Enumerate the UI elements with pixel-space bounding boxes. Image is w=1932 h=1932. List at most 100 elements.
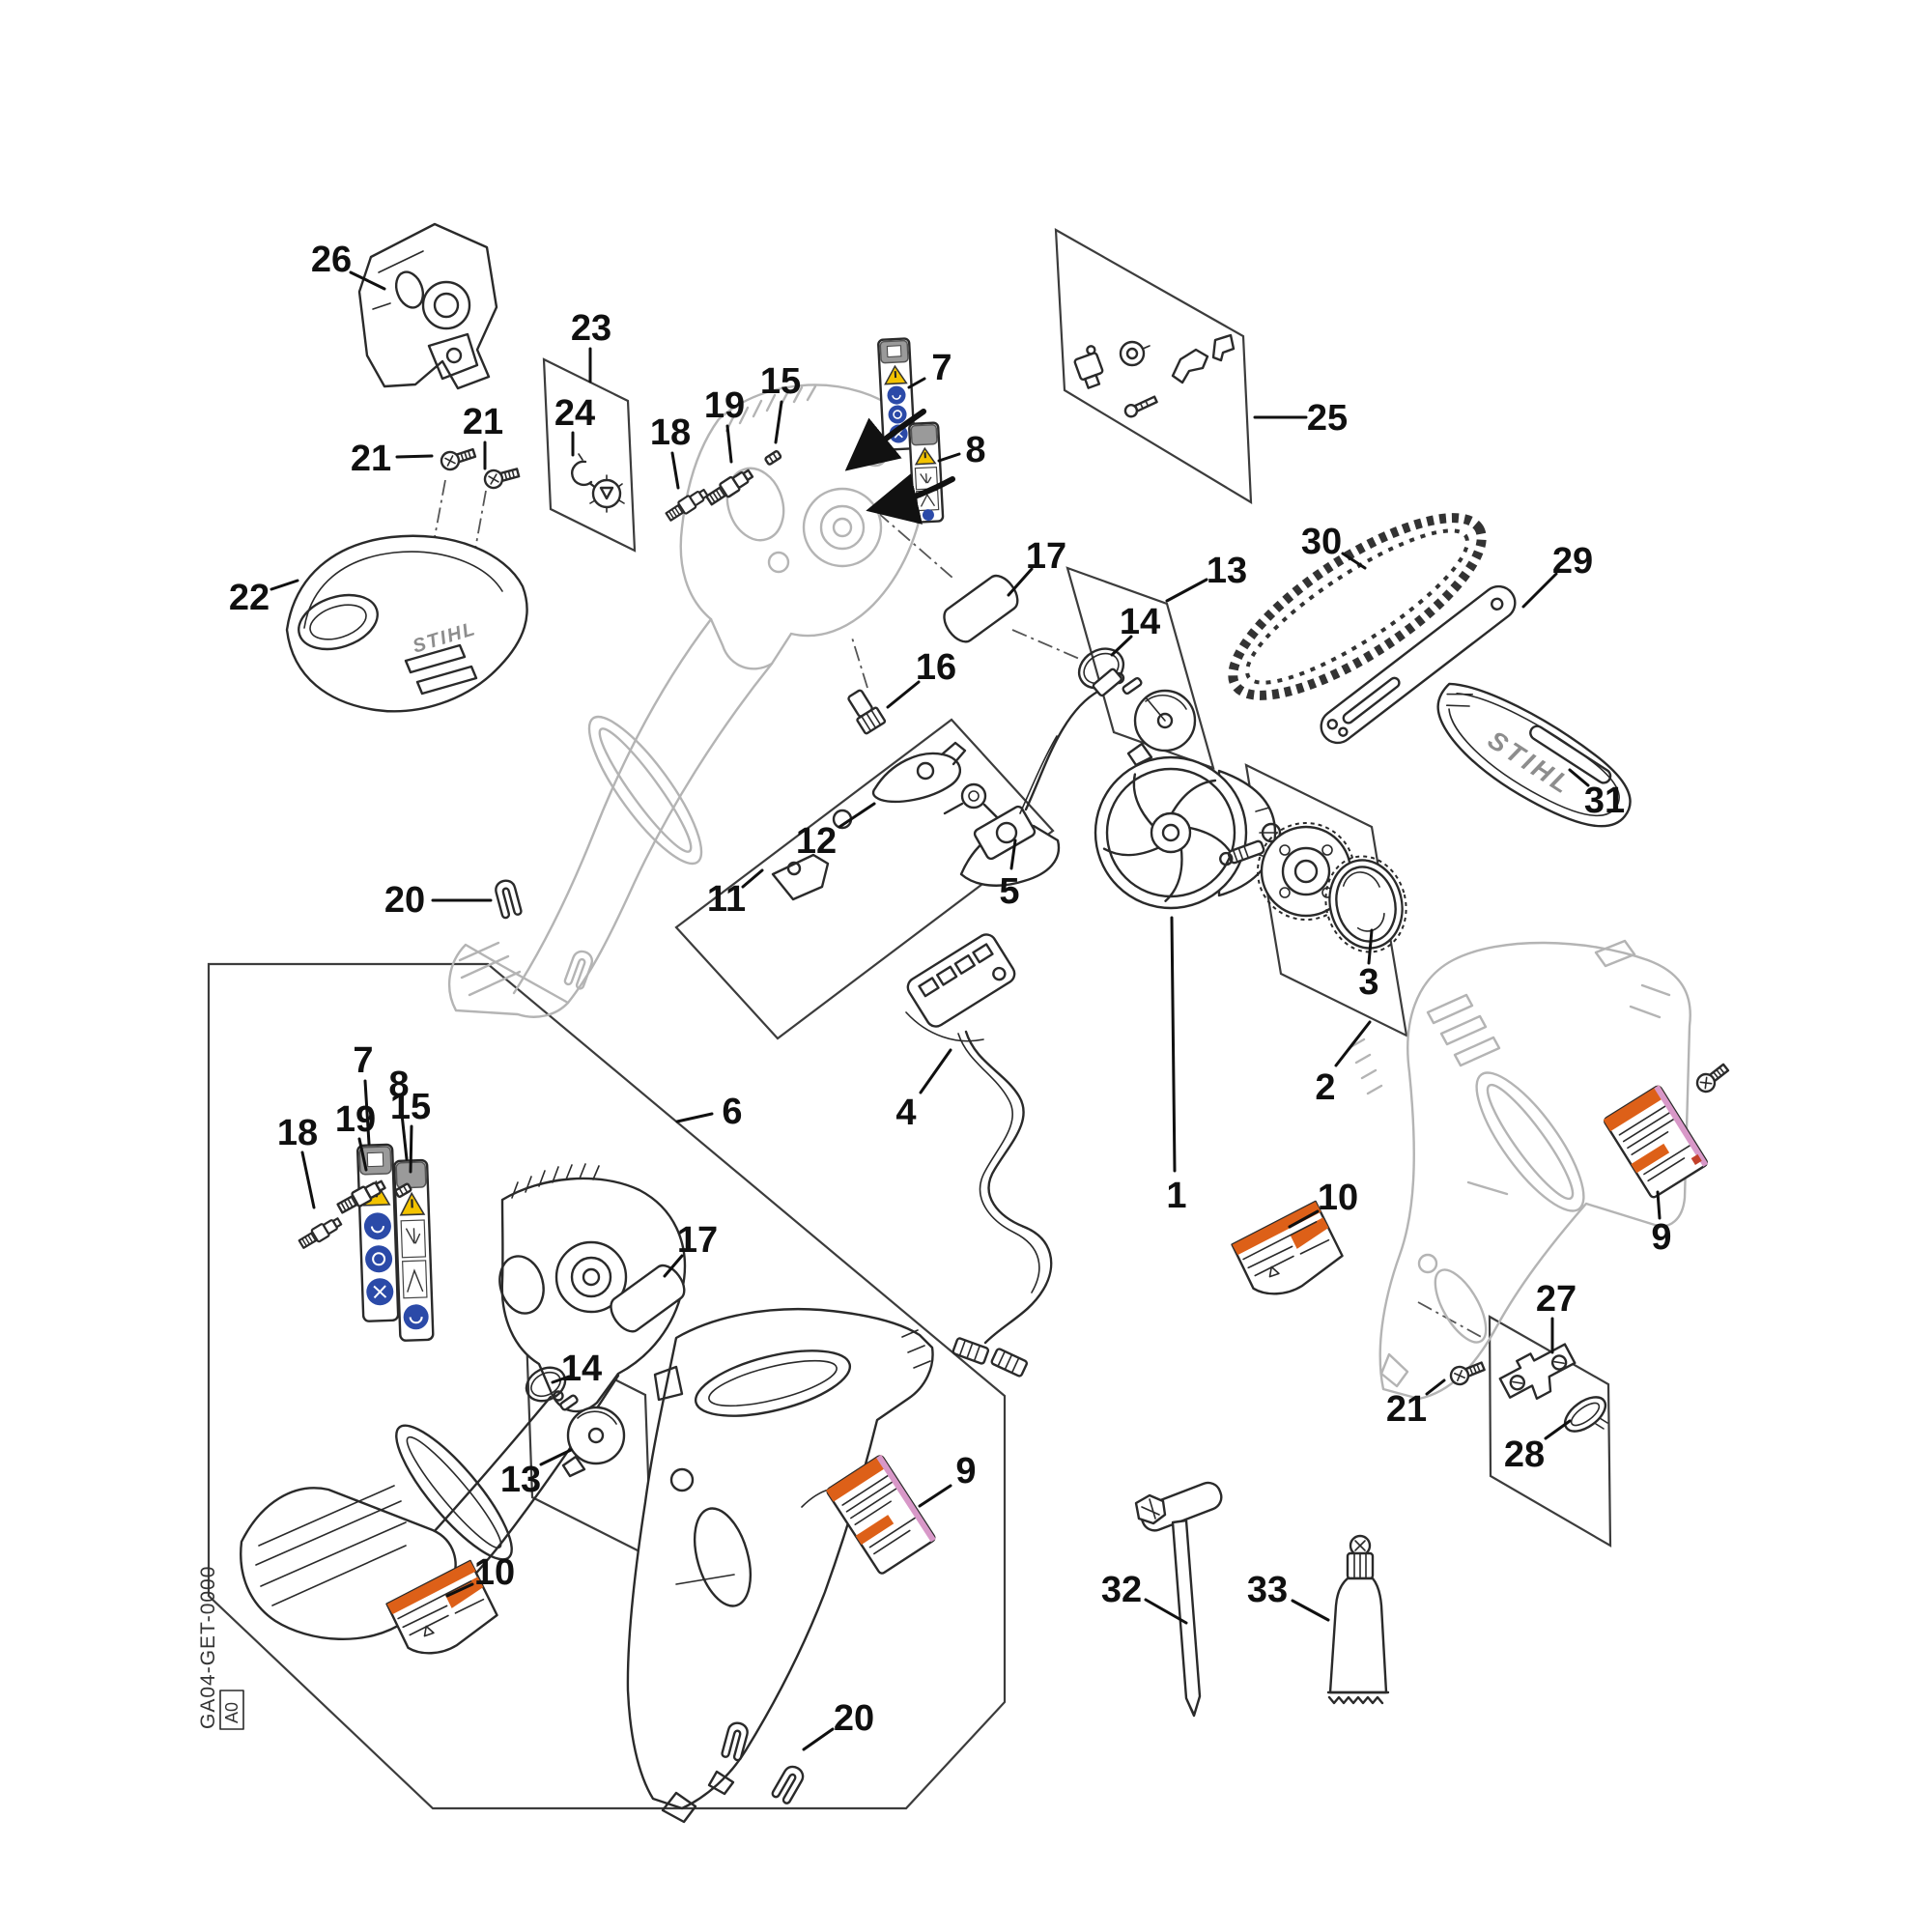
callout-7-9: 7 (931, 348, 952, 388)
leader-line-13-33 (539, 1448, 573, 1466)
callout-13-17: 13 (1207, 551, 1247, 591)
drawing-code: GA04-GET-0000 (197, 1566, 219, 1729)
callout-10-31: 10 (474, 1552, 515, 1593)
callout-9-29: 9 (955, 1451, 976, 1492)
leader-line-19-7 (725, 424, 733, 464)
part-21-screw-top-left (440, 447, 477, 471)
callout-13-33: 13 (500, 1460, 541, 1500)
part-21-screw-right-top (1695, 1063, 1730, 1094)
part-21-screw-bottom-right (1449, 1361, 1486, 1386)
part-6-left-housing-ghost (448, 384, 926, 1018)
leader-line-14-18 (1110, 635, 1133, 657)
leader-line-16-16 (886, 680, 921, 709)
box-13-oil-pump-kit-top (1065, 566, 1215, 770)
leader-line-6-26 (675, 1112, 714, 1123)
callout-21-41: 21 (1386, 1389, 1427, 1430)
part-10-warning-label-right (1231, 1200, 1344, 1295)
part-27-retainer-bracket (1498, 1343, 1577, 1400)
part-13-oil-pump-bottom (553, 1390, 626, 1478)
part-19-bolt-bottom (336, 1179, 386, 1214)
part-20-clip-bottom-1 (721, 1721, 749, 1762)
leader-line-13-17 (1165, 578, 1208, 603)
callout-10-32: 10 (1318, 1178, 1358, 1218)
callout-27-42: 27 (1536, 1279, 1577, 1320)
leader-line-21-41 (1425, 1378, 1446, 1396)
callout-4-22: 4 (895, 1093, 916, 1133)
callout-19-38: 19 (335, 1099, 376, 1140)
callout-17-15: 17 (1026, 536, 1066, 577)
part-30-saw-chain (1228, 513, 1487, 700)
part-7-warning-label-top (877, 337, 916, 451)
callout-20-39: 20 (384, 880, 425, 921)
callout-8-28: 8 (388, 1065, 409, 1105)
callout-28-43: 28 (1504, 1435, 1545, 1475)
part-9-info-label-right (1603, 1085, 1709, 1199)
callout-7-27: 7 (353, 1040, 373, 1081)
part-14-oring-bottom (525, 1366, 567, 1403)
leader-line-32-44 (1144, 1598, 1188, 1625)
box-11-trigger-kit (674, 718, 1055, 1040)
callout-24-2: 24 (554, 393, 595, 434)
box-23-gear-kit (542, 357, 637, 553)
part-22-hand-guard: STIHL (285, 534, 528, 713)
part-housing-bottom-solid (626, 1307, 934, 1824)
leader-line-12-19 (838, 802, 876, 829)
callout-14-18: 14 (1120, 602, 1160, 642)
leader-line-28-43 (1544, 1419, 1572, 1440)
callout-2-24: 2 (1315, 1067, 1335, 1108)
callout-20-40: 20 (834, 1698, 874, 1739)
callout-31-14: 31 (1584, 781, 1625, 821)
callout-12-19: 12 (796, 821, 837, 862)
part-29-guide-bar (1320, 584, 1517, 745)
part-8-warning-label-bottom (393, 1158, 435, 1342)
callout-9-30: 9 (1651, 1217, 1671, 1258)
leader-line-26-0 (349, 270, 386, 291)
leader-line-15-35 (409, 1124, 413, 1174)
leader-line-20-40 (802, 1727, 835, 1751)
leader-line-29-13 (1521, 572, 1558, 609)
leader-line-14-34 (551, 1375, 571, 1384)
leader-line-3-25 (1367, 928, 1374, 965)
leader-line-7-27 (363, 1079, 371, 1146)
part-13-oil-pump-top (1112, 671, 1197, 767)
part-20-clip-top (495, 879, 523, 920)
callout-15-8: 15 (760, 361, 801, 402)
leader-line-7-9 (907, 377, 926, 389)
mandatory-icon (887, 385, 906, 405)
leader-line-11-20 (741, 868, 764, 889)
part-16-oil-filter (847, 689, 887, 735)
part-5-switch-assembly (959, 668, 1122, 887)
part-7-warning-label-bottom (356, 1143, 400, 1322)
callout-21-3: 21 (463, 402, 503, 442)
callout-1-23: 1 (1166, 1176, 1186, 1216)
leader-line-10-32 (1288, 1209, 1320, 1229)
leader-line-1-23 (1170, 916, 1177, 1173)
label-orange-band (1232, 1201, 1321, 1256)
leader-line-10-31 (445, 1582, 474, 1598)
part-26-sprocket-cover (357, 222, 498, 390)
part-18-bolt-top (665, 488, 709, 522)
leader-line-22-5 (270, 579, 299, 591)
leader-line-33-45 (1291, 1599, 1330, 1622)
part-3-ring-sprocket (1324, 855, 1407, 953)
leader-line-17-15 (1007, 567, 1034, 597)
part-4-wiring-harness (905, 933, 1053, 1378)
leader-line-19-38 (357, 1137, 368, 1172)
part-1-electric-motor (1094, 755, 1282, 910)
part-19-bolt-top (705, 469, 754, 506)
part-8-warning-label-top (908, 421, 945, 524)
part-32-combination-wrench (1134, 1481, 1223, 1718)
part-17-plug-bottom (610, 1264, 686, 1333)
callout-30-12: 30 (1301, 522, 1342, 562)
apply-label-arrows (844, 409, 955, 525)
part-6-left-housing-solid (240, 1163, 687, 1641)
kit-boxes (207, 228, 1612, 1810)
leader-line-8-28 (399, 1103, 409, 1161)
revision-box (219, 1690, 244, 1730)
callout-15-35: 15 (390, 1087, 431, 1127)
part-15-screw-bottom (394, 1182, 412, 1198)
callout-5-21: 5 (999, 871, 1019, 912)
part-25-switch-set (1073, 333, 1236, 418)
